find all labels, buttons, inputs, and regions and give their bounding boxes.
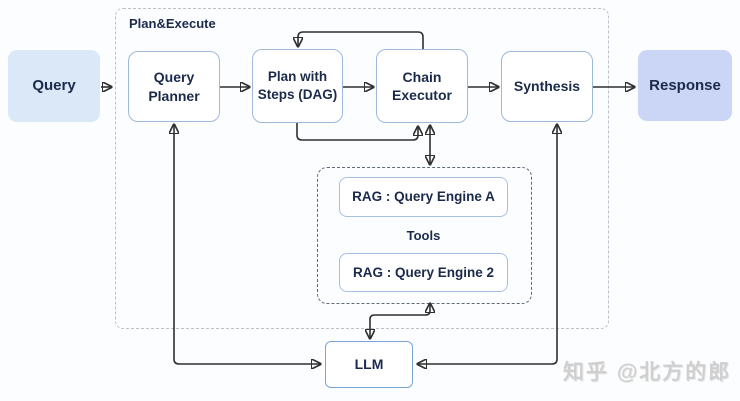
node-synthesis: Synthesis [501, 51, 593, 122]
node-rag-query-engine-2: RAG : Query Engine 2 [339, 253, 508, 292]
node-rag-query-engine-a: RAG : Query Engine A [339, 177, 508, 217]
node-query-planner: Query Planner [128, 51, 220, 122]
node-response: Response [638, 50, 732, 121]
tools-group-label: Tools [406, 228, 441, 243]
plan-execute-group-box [115, 8, 609, 329]
node-query: Query [8, 50, 100, 122]
node-plan-with-steps-dag: Plan with Steps (DAG) [252, 49, 343, 123]
plan-execute-group-label: Plan&Execute [129, 16, 216, 31]
zhihu-watermark: 知乎 @北方的郎 [563, 361, 732, 384]
node-llm: LLM [325, 341, 413, 388]
node-chain-executor: Chain Executor [376, 49, 468, 123]
